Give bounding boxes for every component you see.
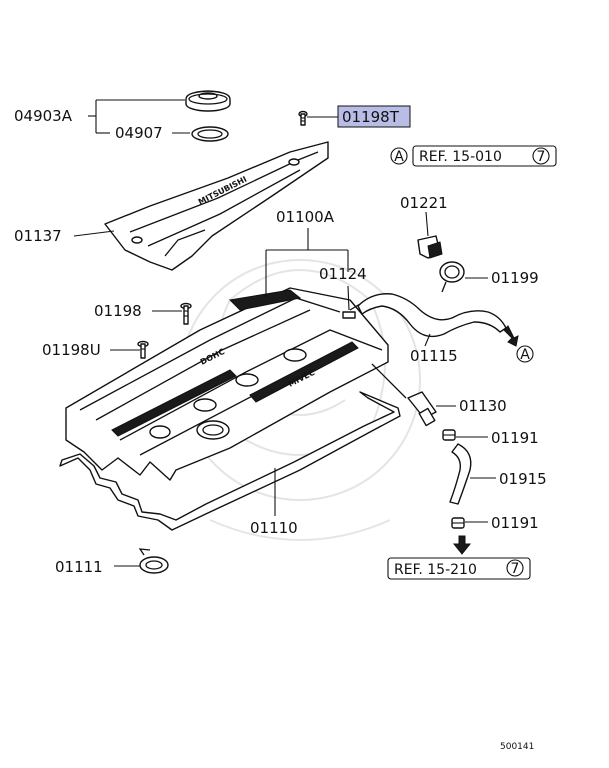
plug-seal xyxy=(138,548,169,574)
ref-bottom: REF. 15-210 7 xyxy=(387,557,531,580)
label-01198u: 01198U xyxy=(42,341,101,359)
label-01221: 01221 xyxy=(400,194,448,212)
cap-01221 xyxy=(417,235,443,259)
ref-hose-end-circle: A xyxy=(520,347,530,363)
clamp-lower xyxy=(451,517,465,529)
label-01100a: 01100A xyxy=(276,208,335,226)
bolt-01198 xyxy=(180,302,192,325)
ref-top-text: REF. 15-010 xyxy=(419,149,502,165)
ref-top-num: 7 xyxy=(537,149,546,165)
label-01110: 01110 xyxy=(250,519,298,537)
ornament-cover: MITSUBISHI xyxy=(104,141,329,271)
ref-bottom-text: REF. 15-210 xyxy=(394,562,477,578)
label-01115: 01115 xyxy=(410,347,458,365)
pcv-valve xyxy=(371,363,437,427)
cam-cover-gasket xyxy=(59,391,401,531)
label-01198t: 01198T xyxy=(342,108,400,126)
label-01130: 01130 xyxy=(459,397,507,415)
label-01111: 01111 xyxy=(55,558,103,576)
part-labels: 04903A 04907 01198T 01137 01100A 01221 0… xyxy=(14,105,547,576)
bolt-01198u xyxy=(137,340,149,359)
pcv-hose xyxy=(449,443,472,505)
ref-top-circle: A xyxy=(394,149,404,165)
arrow-to-a xyxy=(503,325,519,347)
label-04903a: 04903A xyxy=(14,107,73,125)
label-01198: 01198 xyxy=(94,302,142,320)
label-01137: 01137 xyxy=(14,227,62,245)
filler-cap-gasket xyxy=(191,126,229,142)
label-01915: 01915 xyxy=(499,470,547,488)
highlight-01198t xyxy=(337,105,411,128)
bolt-01198t xyxy=(298,110,308,126)
clamp-01199 xyxy=(439,261,465,293)
figure-id: 500141 xyxy=(500,742,534,752)
ref-top: A REF. 15-010 7 xyxy=(390,145,557,167)
breather-hose xyxy=(349,293,507,338)
arrow-down-ref xyxy=(452,535,472,555)
oil-filler-cap xyxy=(185,90,231,112)
clamp-upper xyxy=(442,429,456,441)
label-01199: 01199 xyxy=(491,269,539,287)
ref-hose-end: A xyxy=(516,345,534,363)
label-04907: 04907 xyxy=(115,124,163,142)
label-01124: 01124 xyxy=(319,265,367,283)
cam-cover: MIVEC DOHC xyxy=(65,287,389,481)
leader-lines xyxy=(73,99,496,567)
label-01191-lower: 01191 xyxy=(491,514,539,532)
ref-bottom-num: 7 xyxy=(511,561,520,577)
label-01191-upper: 01191 xyxy=(491,429,539,447)
